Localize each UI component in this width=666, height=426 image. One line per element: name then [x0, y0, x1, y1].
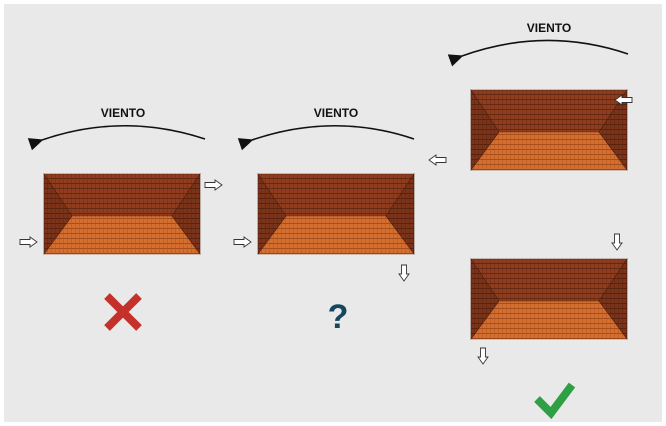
wind-arrow-3-icon — [447, 39, 629, 67]
wind-arrow-2-icon — [237, 124, 415, 151]
roof-1 — [43, 173, 201, 255]
roof-3b — [470, 258, 628, 340]
wind-arrow-1-icon — [27, 124, 206, 151]
scenario-1: VIENTO — [19, 106, 223, 331]
wind-label-3: VIENTO — [527, 21, 571, 35]
scenario-3: VIENTO — [428, 21, 633, 420]
wind-label-1: VIENTO — [101, 106, 145, 120]
roof-3a — [470, 89, 628, 171]
check-icon — [534, 382, 576, 420]
scenario-2: VIENTO ? — [233, 106, 415, 336]
wind-label-2: VIENTO — [314, 106, 358, 120]
cross-icon — [104, 293, 142, 331]
question-icon: ? — [328, 298, 349, 336]
roof-2 — [257, 173, 415, 255]
